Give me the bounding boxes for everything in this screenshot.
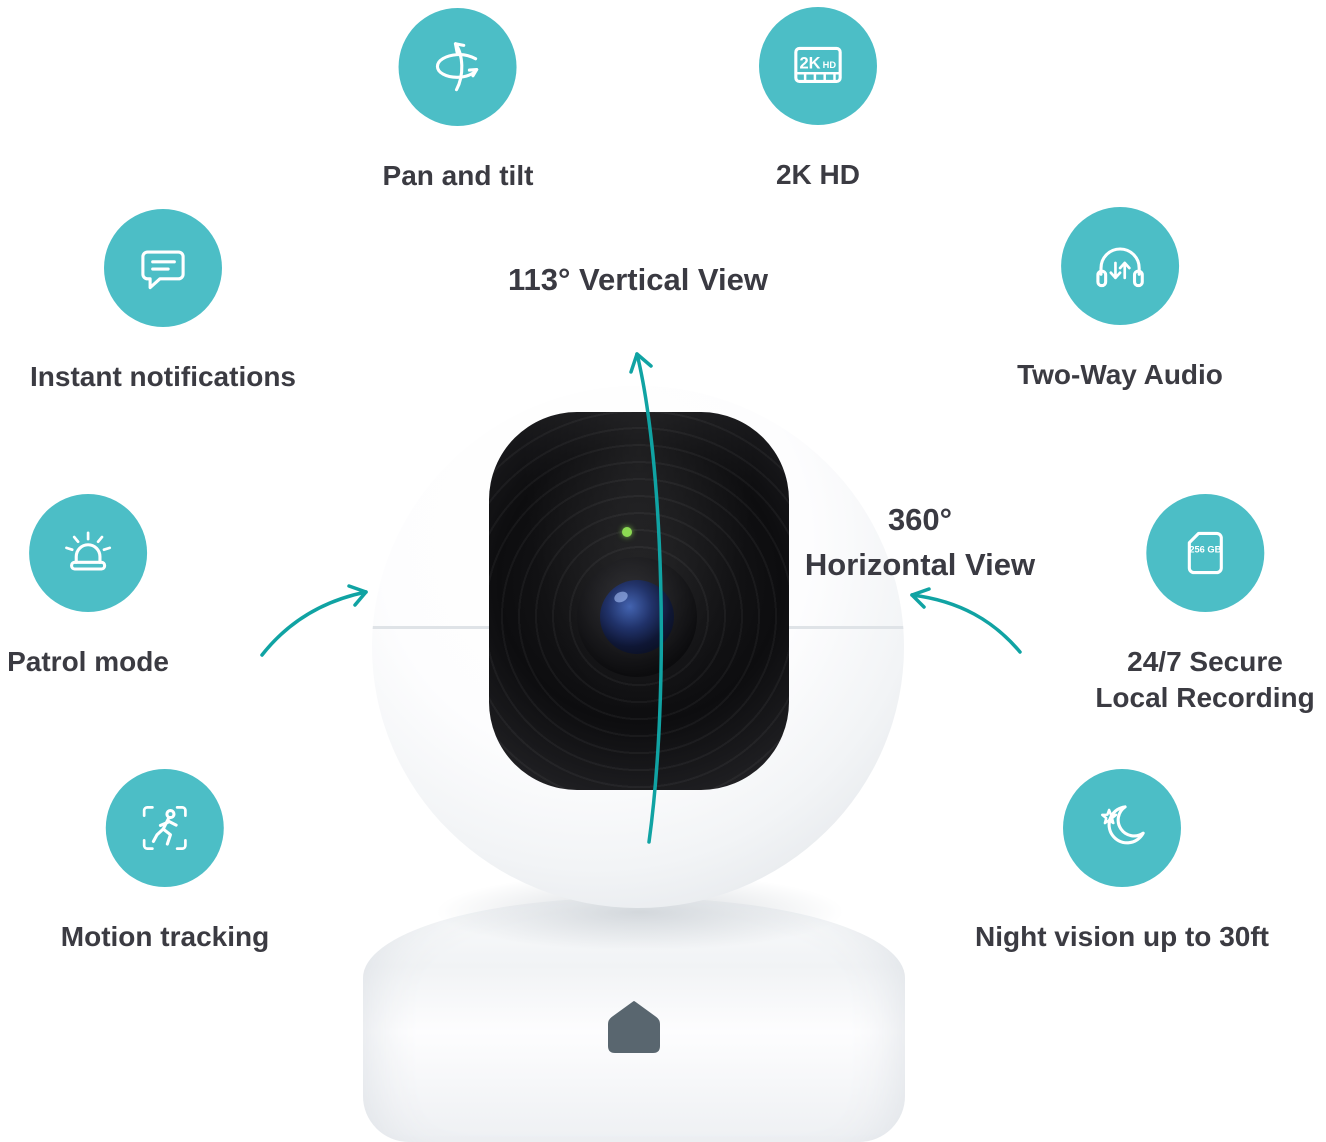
feature-two-way-audio: Two-Way Audio	[1017, 207, 1223, 393]
feature-patrol-mode: Patrol mode	[7, 494, 169, 680]
feature-label: 2K HD	[775, 159, 860, 190]
feature-2k-hd: 2K HD 2K HD	[759, 7, 877, 193]
kasa-logo	[608, 1001, 660, 1053]
feature-label-line1: 24/7 Secure	[1127, 646, 1283, 677]
motion-frame-runner-icon	[105, 769, 224, 887]
feature-label: Pan and tilt	[382, 160, 534, 191]
camera-face-panel	[489, 412, 789, 790]
camera-lens-glass	[600, 580, 674, 654]
sd-card-icon: 256 GB	[1146, 494, 1264, 612]
feature-label: 24/7 Secure Local Recording	[1095, 644, 1314, 717]
feature-label: Patrol mode	[7, 646, 169, 677]
siren-icon	[29, 494, 147, 612]
horizontal-view-degrees: 360°	[887, 502, 953, 537]
camera-base	[363, 898, 905, 1142]
pan-tilt-icon	[399, 8, 517, 126]
feature-label: Motion tracking	[60, 921, 270, 952]
lens-highlight	[612, 589, 630, 605]
feature-label-line2: Local Recording	[1095, 682, 1315, 714]
chat-bubble-icon	[104, 209, 222, 327]
feature-instant-notifications: Instant notifications	[30, 209, 296, 395]
horizontal-view-text: Horizontal View	[804, 546, 1036, 582]
svg-text:256 GB: 256 GB	[1189, 544, 1221, 554]
status-led	[622, 527, 632, 537]
svg-text:2K: 2K	[799, 55, 820, 73]
svg-text:HD: HD	[823, 60, 837, 70]
2k-hd-badge-icon: 2K HD	[759, 7, 877, 125]
feature-pan-tilt: Pan and tilt	[382, 8, 534, 194]
vertical-view-label: 113° Vertical View	[507, 262, 769, 297]
horizontal-view-label: 360° Horizontal View	[805, 498, 1035, 588]
feature-night-vision: Night vision up to 30ft	[975, 769, 1269, 955]
camera-lens	[577, 557, 697, 677]
moon-star-icon	[1063, 769, 1181, 887]
feature-motion-tracking: Motion tracking	[61, 769, 269, 955]
headphones-arrows-icon	[1060, 207, 1179, 325]
feature-label: Instant notifications	[30, 361, 296, 392]
feature-label: Two-Way Audio	[1017, 359, 1223, 390]
feature-local-recording: 256 GB 24/7 Secure Local Recording	[1095, 494, 1315, 717]
feature-label: Night vision up to 30ft	[975, 921, 1269, 952]
